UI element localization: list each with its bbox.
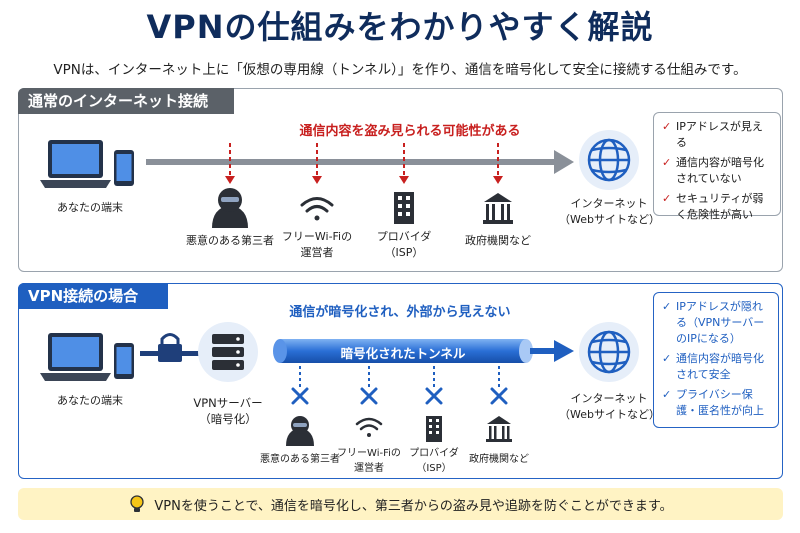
vpn-internet-label: インターネット（Webサイトなど）: [559, 392, 660, 421]
normal-device-label: あなたの端末: [57, 201, 123, 214]
normal-actor-isp: プロバイダ（ISP）: [376, 230, 432, 259]
vpn-benefit-item: ✓通信内容が暗号化されて安全: [662, 352, 764, 381]
normal-connection-arrow: [146, 150, 574, 174]
footer-summary: VPNを使うことで、通信を暗号化し、第三者からの盗み見や追跡を防ぐことができます…: [18, 488, 783, 520]
vpn-benefit-callout: ✓IPアドレスが隠れる（VPNサーバーのIPになる） ✓通信内容が暗号化されて安…: [653, 292, 779, 428]
normal-connection-panel: [18, 88, 783, 272]
blocked-x-icons: [291, 387, 508, 405]
normal-actor-wifi: フリーWi-Fiの運営者: [281, 230, 353, 259]
building-icon: [394, 192, 414, 224]
government-icon: [486, 416, 512, 442]
normal-risk-callout: ✓IPアドレスが見える ✓通信内容が暗号化されていない ✓セキュリティが弱く危険…: [653, 112, 781, 221]
normal-internet-label: インターネット（Webサイトなど）: [559, 197, 660, 226]
vpn-device-label: あなたの端末: [57, 394, 123, 407]
check-icon: ✓: [662, 388, 672, 401]
eavesdrop-arrows: [229, 143, 499, 178]
footer-text: VPNを使うことで、通信を暗号化し、第三者からの盗み見や追跡を防ぐことができます…: [154, 498, 673, 514]
encrypted-tunnel: [273, 339, 574, 363]
eavesdrop-arrowheads: [225, 176, 503, 184]
check-icon: ✓: [662, 300, 672, 313]
check-icon: ✓: [662, 156, 672, 169]
normal-actor-hacker: 悪意のある第三者: [186, 234, 274, 247]
vpn-note-text: 通信が暗号化され、外部から見えない: [289, 305, 511, 320]
normal-risk-item: ✓通信内容が暗号化されていない: [662, 156, 764, 185]
vpn-connection-panel: [18, 283, 783, 479]
government-icon: [483, 193, 513, 224]
page-subtitle: VPNは、インターネット上に「仮想の専用線（トンネル）」を作り、通信を暗号化して…: [53, 62, 747, 78]
lock-icon: [158, 333, 182, 362]
check-icon: ✓: [662, 120, 672, 133]
smartphone-icon: [114, 343, 134, 379]
page-title: VPNの仕組みをわかりやすく解説: [146, 8, 654, 46]
normal-risk-item: ✓IPアドレスが見える: [662, 120, 763, 149]
vpn-server-label: VPNサーバー（暗号化）: [193, 396, 263, 426]
vpn-benefit-item: ✓プライバシー保護・匿名性が向上: [662, 388, 764, 417]
normal-actor-government: 政府機関など: [465, 234, 531, 247]
vpn-actor-wifi: フリーWi-Fiの運営者: [337, 448, 401, 474]
smartphone-icon: [114, 150, 134, 186]
laptop-icon: [40, 333, 111, 381]
vpn-actor-government: 政府機関など: [469, 454, 529, 465]
check-icon: ✓: [662, 352, 672, 365]
vpn-actor-isp: プロバイダ（ISP）: [409, 448, 459, 474]
vpn-connection-tag: VPN接続の場合: [18, 283, 168, 309]
wifi-icon: [355, 417, 383, 437]
lightbulb-icon: [130, 495, 145, 512]
hacker-icon: [286, 416, 314, 446]
globe-icon: [579, 130, 639, 190]
normal-risk-item: ✓セキュリティが弱く危険性が高い: [662, 192, 764, 221]
normal-warning-text: 通信内容を盗み見られる可能性がある: [299, 124, 521, 139]
normal-connection-tag: 通常のインターネット接続: [18, 88, 234, 114]
vpn-server-icon: [198, 322, 258, 382]
blocked-lines: [299, 366, 500, 388]
laptop-icon: [40, 140, 111, 188]
hacker-icon: [212, 188, 248, 228]
check-icon: ✓: [662, 192, 672, 205]
wifi-icon: [300, 197, 334, 221]
building-icon: [426, 416, 442, 442]
tunnel-label: 暗号化されたトンネル: [340, 346, 466, 361]
globe-icon: [579, 322, 639, 382]
vpn-actor-hacker: 悪意のある第三者: [260, 454, 340, 465]
vpn-benefit-item: ✓IPアドレスが隠れる（VPNサーバーのIPになる）: [662, 300, 765, 345]
